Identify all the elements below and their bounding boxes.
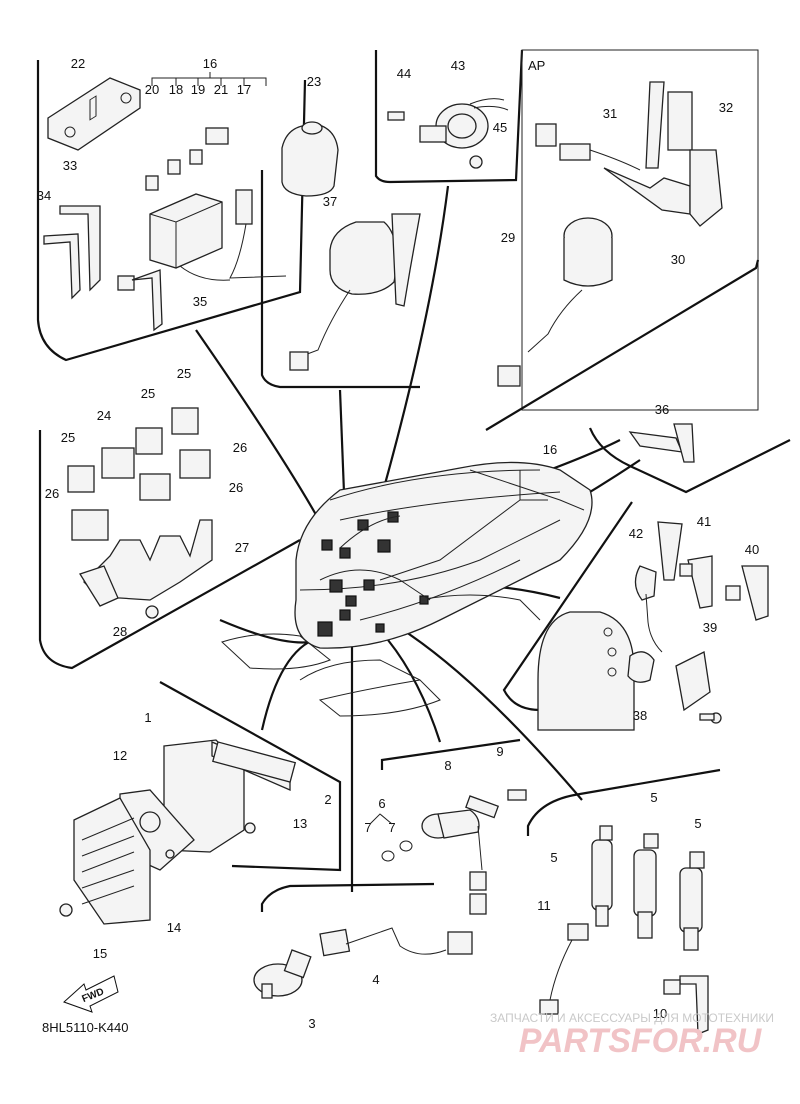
fuses xyxy=(145,127,229,191)
callout-39: 39 xyxy=(703,620,717,635)
group-outline-relays xyxy=(38,430,301,670)
callout-19: 19 xyxy=(191,82,205,97)
watercraft-hull xyxy=(221,461,593,717)
callout-10: 10 xyxy=(653,1006,667,1021)
callout-14: 14 xyxy=(167,920,181,935)
callout-36: 36 xyxy=(655,402,669,417)
plate-assembly xyxy=(537,521,769,731)
leader-to-bike-3 xyxy=(370,185,450,531)
callout-18: 18 xyxy=(169,82,183,97)
callout-16: 16 xyxy=(203,56,217,71)
fuse-box xyxy=(149,189,287,281)
bracket-6-7 xyxy=(369,813,393,825)
callout-31: 31 xyxy=(603,106,617,121)
callout-8: 8 xyxy=(444,758,451,773)
callout-43: 43 xyxy=(451,58,465,73)
callout-7: 7 xyxy=(364,820,371,835)
sensor-43 xyxy=(387,98,509,169)
callout-5: 5 xyxy=(650,790,657,805)
callout-26: 26 xyxy=(45,486,59,501)
pressure-switch-3 xyxy=(253,949,312,999)
callout-38: 38 xyxy=(633,708,647,723)
callout-28: 28 xyxy=(113,624,127,639)
callout-25: 25 xyxy=(61,430,75,445)
callout-25: 25 xyxy=(177,366,191,381)
callout-26: 26 xyxy=(229,480,243,495)
group-outline-plate xyxy=(502,501,633,712)
group-outline-sensor xyxy=(374,49,524,184)
group-outline-cdi xyxy=(159,681,342,872)
cover-22 xyxy=(47,77,141,151)
callout-16: 16 xyxy=(543,442,557,457)
callout-15: 15 xyxy=(93,946,107,961)
leader-to-bike-10 xyxy=(387,639,442,743)
callout-5: 5 xyxy=(550,850,557,865)
ap-box xyxy=(521,49,759,411)
callout-9: 9 xyxy=(496,744,503,759)
callout-26: 26 xyxy=(233,440,247,455)
leader-to-bike-8 xyxy=(260,636,319,731)
key-switch-37 xyxy=(289,213,421,371)
watermark-top: ЗАПЧАСТИ И АКСЕССУАРЫ ДЛЯ МОТОТЕХНИКИ xyxy=(490,1011,774,1025)
group-outline-sensor-8 xyxy=(380,738,521,770)
callout-20: 20 xyxy=(145,82,159,97)
group-outline-key xyxy=(260,170,420,389)
callout-23: 23 xyxy=(307,74,321,89)
callout-21: 21 xyxy=(214,82,228,97)
callout-13: 13 xyxy=(293,816,307,831)
bracket-16 xyxy=(151,72,267,86)
cable-ties-33-34-35 xyxy=(43,205,163,332)
ignition-coils xyxy=(591,825,705,951)
callout-6: 6 xyxy=(378,796,385,811)
callout-45: 45 xyxy=(493,120,507,135)
bottle-23 xyxy=(281,121,339,197)
callout-42: 42 xyxy=(629,526,643,541)
cable-tie-36 xyxy=(628,423,695,463)
callout-1: 1 xyxy=(144,710,151,725)
ap-box-outer xyxy=(485,259,760,431)
callout-24: 24 xyxy=(97,408,111,423)
callout-25: 25 xyxy=(141,386,155,401)
callout-34: 34 xyxy=(37,188,51,203)
callout-33: 33 xyxy=(63,158,77,173)
callout-32: 32 xyxy=(719,100,733,115)
group-outline-plugs xyxy=(526,768,721,836)
callout-5: 5 xyxy=(694,816,701,831)
callout-7: 7 xyxy=(388,820,395,835)
callout-4: 4 xyxy=(372,972,379,987)
callout-22: 22 xyxy=(71,56,85,71)
cdi-unit xyxy=(59,739,297,925)
callout-11: 11 xyxy=(537,898,551,913)
callout-2: 2 xyxy=(324,792,331,807)
fwd-arrow: FWD xyxy=(63,975,119,1013)
callout-40: 40 xyxy=(745,542,759,557)
drawing-code: 8HL5110-K440 xyxy=(42,1020,129,1035)
callout-3: 3 xyxy=(308,1016,315,1031)
callout-29: 29 xyxy=(501,230,515,245)
ap-parts xyxy=(497,81,723,387)
watermark-brand: PARTSFOR.RU xyxy=(519,1022,763,1060)
group-outline-bottom-left xyxy=(260,882,435,912)
ap-label: AP xyxy=(528,58,545,73)
callout-17: 17 xyxy=(237,82,251,97)
sensor-assembly xyxy=(381,789,527,915)
cable-tie-10 xyxy=(663,975,709,1035)
leader-to-bike-11 xyxy=(399,627,583,801)
harness-4 xyxy=(319,927,473,957)
relays xyxy=(67,407,213,619)
callout-35: 35 xyxy=(193,294,207,309)
callout-41: 41 xyxy=(697,514,711,529)
callout-44: 44 xyxy=(397,66,411,81)
callout-37: 37 xyxy=(323,194,337,209)
callout-30: 30 xyxy=(671,252,685,267)
group-outline-top-left xyxy=(36,60,307,362)
callout-27: 27 xyxy=(235,540,249,555)
callout-12: 12 xyxy=(113,748,127,763)
sensor-11 xyxy=(539,923,589,1015)
